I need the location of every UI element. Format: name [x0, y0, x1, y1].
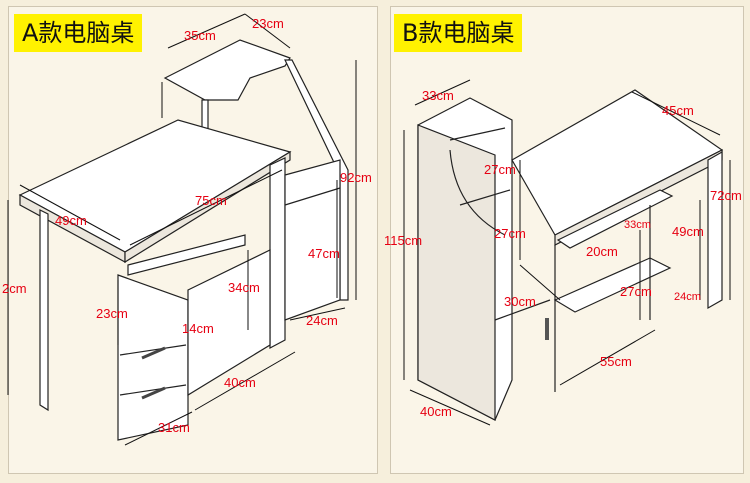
desk-a-dim-height: 92cm [340, 170, 372, 185]
desk-b-dim-shelf-2: 27cm [494, 226, 526, 241]
desk-b-dim-top-width: 45cm [662, 103, 694, 118]
desk-b-right-leg [707, 150, 723, 310]
desk-b-keyboard-tray [556, 189, 674, 249]
desk-b-dim-shelf-width: 33cm [422, 88, 454, 103]
desk-b-dim-shelf-1: 27cm [484, 162, 516, 177]
desk-a-dim-width: 75cm [195, 193, 227, 208]
desk-a-dim-cabinet-width: 31cm [158, 420, 190, 435]
desk-a-dim-shelf-depth: 23cm [252, 16, 284, 31]
desk-a-dim-cabinet-depth: 40cm [224, 375, 256, 390]
desk-a-dim-back-depth: 24cm [306, 313, 338, 328]
desk-a-dim-drawer-height: 34cm [228, 280, 260, 295]
desk-b-door-handle [545, 318, 549, 340]
desk-a-top-shelf [163, 39, 291, 101]
desk-b-dim-lower-shelf: 27cm [620, 284, 652, 299]
desk-a-right-panel [269, 157, 286, 349]
desk-b-dim-back-depth: 24cm [674, 291, 701, 303]
desk-a-left-panel [39, 209, 49, 412]
desk-a-dim-inner-height: 47cm [308, 246, 340, 261]
desk-a-dim-shelf-width: 35cm [184, 28, 216, 43]
desk-b-dim-keyboard-depth: 20cm [586, 244, 618, 259]
desk-a-drawing: 35cm 23cm 49cm 75cm 92cm 2cm 47cm 34cm 2… [2, 13, 372, 446]
desk-b-dim-desk-height: 72cm [710, 188, 742, 203]
desk-a-drawer-handle-2 [141, 386, 166, 400]
desk-b-lower-shelf [553, 257, 672, 313]
desk-b-dim-base-depth: 40cm [420, 404, 452, 419]
desk-b-dim-keyboard-small: 33cm [624, 219, 651, 231]
desk-a-drawer-cabinet [117, 274, 189, 441]
desk-a-drawer-handle-1 [141, 346, 166, 360]
desk-a-keyboard-tray [127, 234, 246, 276]
desk-a-title: A款电脑桌 [14, 14, 143, 52]
desk-a-dim-drawer-gap: 14cm [182, 321, 214, 336]
desk-b-dim-desk-width: 55cm [600, 354, 632, 369]
desk-b-dim-tower-height: 115cm [384, 233, 422, 248]
desk-b-drawing: 33cm 45cm 27cm 27cm 115cm 72cm 49cm 33cm… [384, 79, 742, 426]
desk-a-dim-left-height: 2cm [2, 281, 27, 296]
desk-a-dim-depth: 49cm [55, 213, 87, 228]
desk-b-dim-cabinet-width: 30cm [504, 294, 536, 309]
desk-b-title: B款电脑桌 [394, 14, 523, 52]
desk-b-dim-inner-height: 49cm [672, 224, 704, 239]
desk-a-dim-drawer-width: 23cm [96, 306, 128, 321]
